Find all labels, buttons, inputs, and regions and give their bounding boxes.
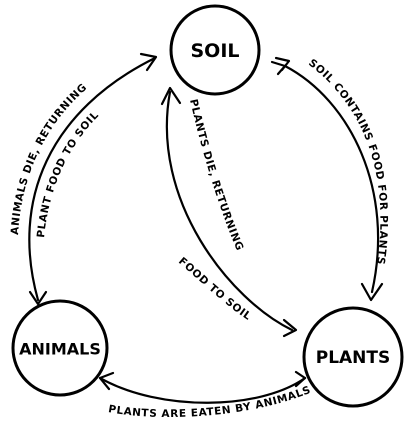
edge-plants-to-animals bbox=[98, 376, 307, 404]
arrow-tail-animals-to-soil bbox=[28, 290, 48, 306]
edge-plants-to-soil bbox=[165, 90, 294, 332]
arrowhead-animals-to-soil bbox=[139, 52, 158, 72]
arrowhead-soil-to-plants bbox=[360, 282, 384, 302]
soil-label: SOIL bbox=[190, 40, 239, 62]
animals-label: ANIMALS bbox=[19, 340, 101, 359]
plants-label: PLANTS bbox=[316, 348, 391, 368]
plants-circle bbox=[302, 306, 404, 408]
arrowhead-plants-to-animals bbox=[98, 371, 115, 391]
arrowhead-plants-to-soil bbox=[160, 86, 182, 106]
node-plants: PLANTS bbox=[302, 306, 404, 408]
arrow-tail-soil-to-plants bbox=[270, 56, 291, 76]
soil-circle bbox=[169, 4, 261, 96]
node-animals: ANIMALS bbox=[11, 299, 109, 397]
animals-circle bbox=[11, 299, 109, 397]
arrow-tail-plants-to-soil bbox=[282, 318, 298, 338]
arrow-tail-plants-to-animals bbox=[294, 370, 307, 388]
node-soil: SOIL bbox=[169, 4, 261, 96]
label-plants-to-soil-line2: FOOD TO SOIL bbox=[176, 255, 253, 323]
edge-animals-to-soil bbox=[28, 56, 157, 302]
label-plants-to-soil-line1: PLANTS DIE, RETURNING bbox=[187, 98, 246, 253]
edge-soil-to-plants bbox=[283, 64, 380, 294]
label-soil-to-plants: SOIL CONTAINS FOOD FOR PLANTS bbox=[306, 57, 389, 266]
